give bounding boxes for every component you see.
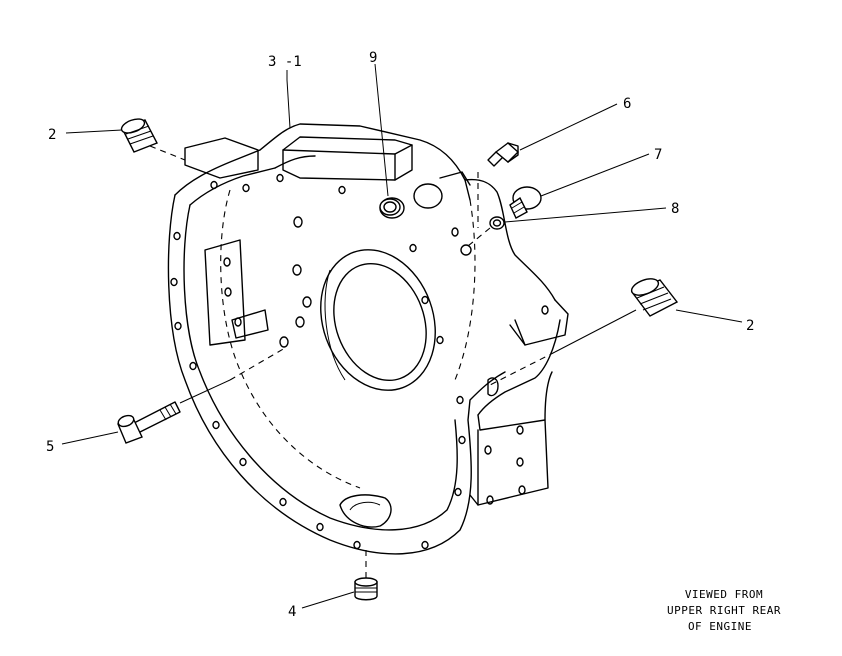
view-caption-line-3: OF ENGINE <box>688 620 752 633</box>
plug-part-2-left <box>120 118 186 161</box>
flywheel-housing <box>167 123 569 555</box>
callout-7: 7 <box>654 147 662 163</box>
view-caption-line-1: VIEWED FROM <box>685 588 763 601</box>
bolt-part-5 <box>117 347 286 444</box>
callout-3-1: 3 -1 <box>268 54 302 70</box>
callout-2-left: 2 <box>48 127 56 143</box>
plug-part-7 <box>509 186 542 219</box>
flange-bolt-holes <box>170 173 549 550</box>
callout-5: 5 <box>46 439 54 455</box>
plug-part-4 <box>354 550 378 601</box>
leader-lines <box>61 63 743 609</box>
callout-6: 6 <box>623 96 631 112</box>
view-caption-line-2: UPPER RIGHT REAR <box>667 604 781 617</box>
seal-part-9 <box>379 198 401 216</box>
callout-9: 9 <box>369 50 377 66</box>
plug-part-2-right <box>489 278 679 386</box>
fitting-part-6 <box>477 142 520 228</box>
washer-part-8 <box>467 216 505 247</box>
callout-2-right: 2 <box>746 318 754 334</box>
callout-8: 8 <box>671 201 679 217</box>
callout-4: 4 <box>288 604 296 620</box>
